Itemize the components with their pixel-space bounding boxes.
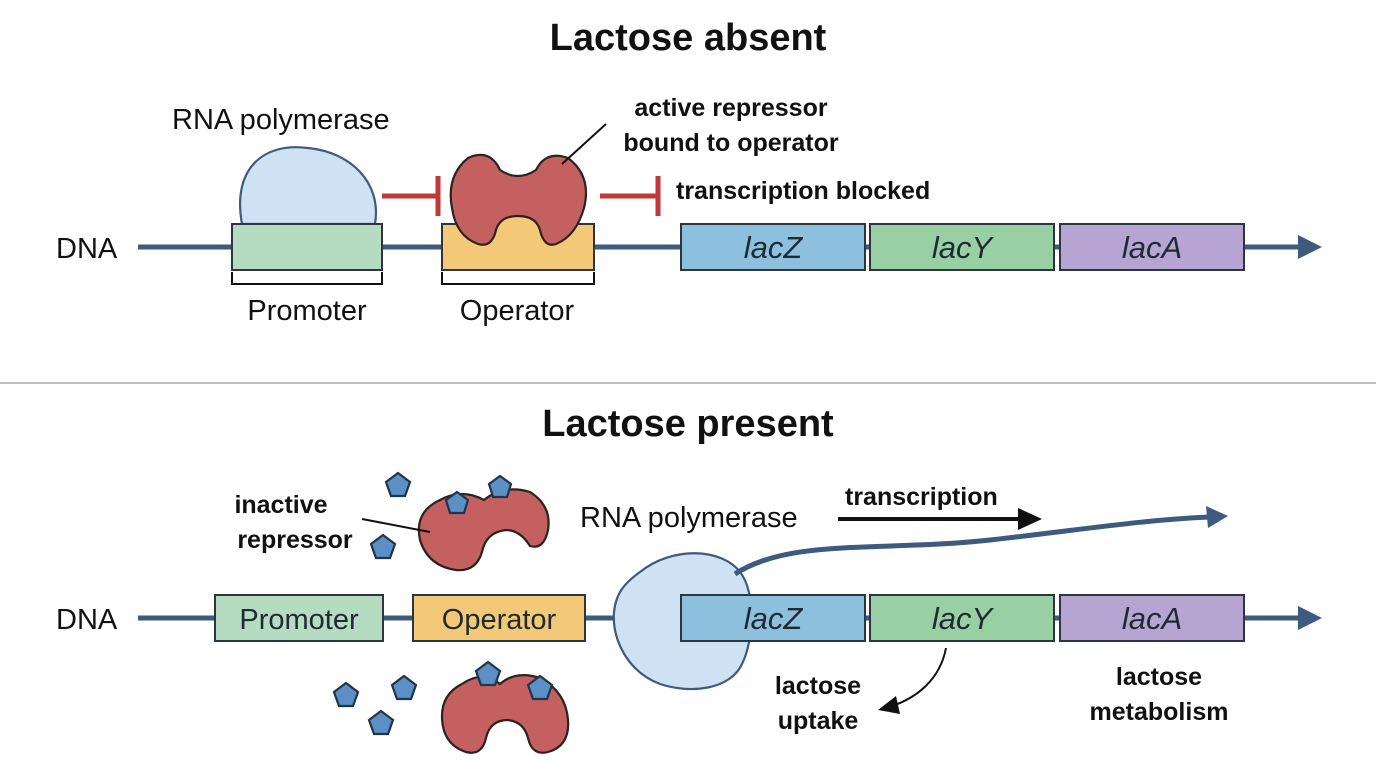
lactose-bound-2 <box>487 474 513 499</box>
gene-lacZ-label-bottom: lacZ <box>744 601 804 636</box>
lactose-free-2 <box>369 533 397 560</box>
gene-lacY-bottom <box>869 594 1055 642</box>
panel-title-absent: Lactose absent <box>550 17 827 59</box>
gene-lacA-label-top: lacA <box>1122 230 1182 265</box>
gene-lacA-label-bottom: lacA <box>1122 601 1182 636</box>
transcription-arrowhead <box>1018 508 1042 530</box>
uptake-label-line2: uptake <box>778 707 859 735</box>
blocked-label: transcription blocked <box>676 177 930 205</box>
promoter-label-top: Promoter <box>247 295 367 327</box>
repressor-label-line2: bound to operator <box>623 129 839 157</box>
repressor-pointer-line <box>561 123 607 165</box>
metabolism-label-line2: metabolism <box>1090 698 1229 726</box>
lactose-free-1 <box>384 471 412 498</box>
operator-label-bottom: Operator <box>442 604 557 636</box>
gene-lacA-top <box>1059 223 1245 271</box>
uptake-arrow <box>891 647 947 707</box>
panel-title-present: Lactose present <box>542 403 834 445</box>
polymerase-label-bottom: RNA polymerase <box>580 502 798 534</box>
lactose-free-4 <box>390 674 418 701</box>
promoter-bracket-top <box>231 272 383 285</box>
promoter-box-top <box>231 223 383 271</box>
lactose-free-3 <box>332 681 360 708</box>
rna-polymerase-top <box>239 146 378 226</box>
repressor-label-line1: active repressor <box>634 94 827 122</box>
gene-lacY-label-top: lacY <box>932 230 995 265</box>
uptake-label-line1: lactose <box>775 672 861 700</box>
dna-label-bottom: DNA <box>56 604 118 636</box>
gene-lacZ-top <box>680 223 866 271</box>
lactose-free-5 <box>367 709 395 736</box>
lactose-bound-1 <box>444 490 470 515</box>
operator-box-bottom <box>412 594 586 642</box>
mrna-transcript <box>733 514 1211 577</box>
operator-label-top: Operator <box>460 295 575 327</box>
active-repressor <box>449 153 588 246</box>
inhibition-symbol-1 <box>382 176 441 216</box>
inactive-repressor-upper <box>417 474 550 572</box>
inactive-pointer-line <box>361 518 431 533</box>
inactive-label-line2: repressor <box>237 526 353 554</box>
operator-bracket-top <box>441 272 595 285</box>
panel-lactose-absent: Lactose absent DNA RNA polymerase Promot… <box>56 17 1322 327</box>
gene-lacY-label-bottom: lacY <box>932 601 995 636</box>
transcription-label: transcription <box>845 483 998 511</box>
mrna-arrowhead <box>1206 506 1228 528</box>
inhibition-symbol-2 <box>600 176 661 216</box>
dna-arrowhead-bottom <box>1298 606 1322 630</box>
lactose-bound-4 <box>526 674 554 701</box>
metabolism-label-line1: lactose <box>1116 663 1202 691</box>
promoter-label-bottom: Promoter <box>239 604 359 636</box>
inactive-repressor-lower <box>440 660 570 754</box>
gene-lacY-top <box>869 223 1055 271</box>
dna-label-top: DNA <box>56 233 118 265</box>
dna-arrowhead-top <box>1298 235 1322 259</box>
inactive-label-line1: inactive <box>234 491 327 519</box>
gene-lacZ-bottom <box>680 594 866 642</box>
lactose-bound-3 <box>474 660 502 687</box>
uptake-arrowhead <box>878 696 900 714</box>
promoter-box-bottom <box>214 594 384 642</box>
gene-lacA-bottom <box>1059 594 1245 642</box>
panel-lactose-present: Lactose present DNA Promoter Operator RN… <box>56 403 1322 754</box>
polymerase-label-top: RNA polymerase <box>172 104 390 136</box>
gene-lacZ-label-top: lacZ <box>744 230 804 265</box>
